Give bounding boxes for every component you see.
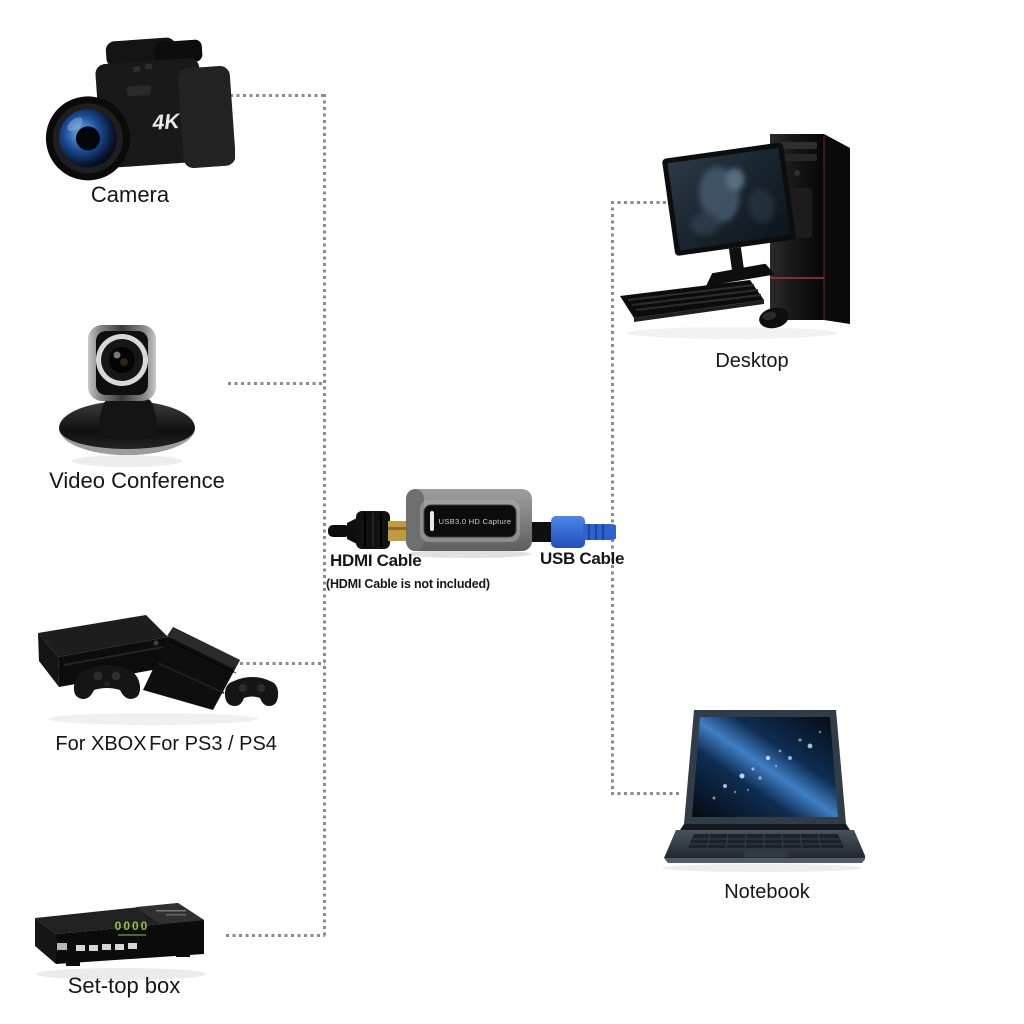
keyboard	[620, 280, 764, 322]
connector-videoconf-line	[228, 382, 325, 385]
connector-settop-line	[226, 934, 325, 937]
consoles-illustration	[38, 615, 279, 725]
monitor	[662, 142, 796, 287]
connector-left-vertical-line	[323, 94, 326, 937]
playstation-controller	[224, 677, 279, 706]
connector-right-vertical-line	[611, 201, 614, 794]
ps-label: For PS3 / PS4	[149, 733, 277, 755]
camera-illustration: 4K	[45, 37, 235, 181]
set-top-display: 0000	[115, 919, 150, 933]
mouse	[759, 307, 789, 329]
notebook-illustration	[662, 710, 865, 872]
capture-device-body: USB3.0 HD Capture	[406, 489, 532, 551]
desktop-label: Desktop	[715, 350, 789, 372]
set-top-box-label: Set-top box	[67, 973, 181, 998]
connector-consoles-line	[240, 662, 325, 665]
xbox-controller	[73, 665, 141, 699]
camera-4k-badge: 4K	[151, 110, 182, 135]
connector-notebook-line	[611, 792, 679, 795]
notebook-base	[664, 824, 865, 863]
capture-device-illustration: USB3.0 HD Capture	[328, 489, 616, 558]
xbox-label: For XBOX	[55, 733, 147, 755]
connector-camera-line	[230, 94, 325, 97]
notebook-label: Notebook	[724, 881, 810, 903]
set-top-box-illustration: 0000	[35, 903, 206, 980]
video-conference-label: Video Conference	[49, 468, 225, 493]
hdmi-cable-label: HDMI Cable	[330, 551, 422, 570]
desktop-illustration	[620, 134, 850, 339]
hdmi-cable-note: (HDMI Cable is not included)	[326, 577, 490, 591]
hdmi-plug	[328, 511, 406, 549]
usb-cable-label: USB Cable	[540, 549, 625, 568]
camera-label: Camera	[90, 182, 170, 207]
playstation-console	[143, 627, 240, 710]
notebook-screen	[684, 710, 846, 824]
connector-desktop-line	[611, 201, 679, 204]
video-conference-illustration	[59, 325, 195, 467]
capture-device-label: USB3.0 HD Capture	[439, 517, 512, 526]
usb-plug	[532, 516, 616, 548]
